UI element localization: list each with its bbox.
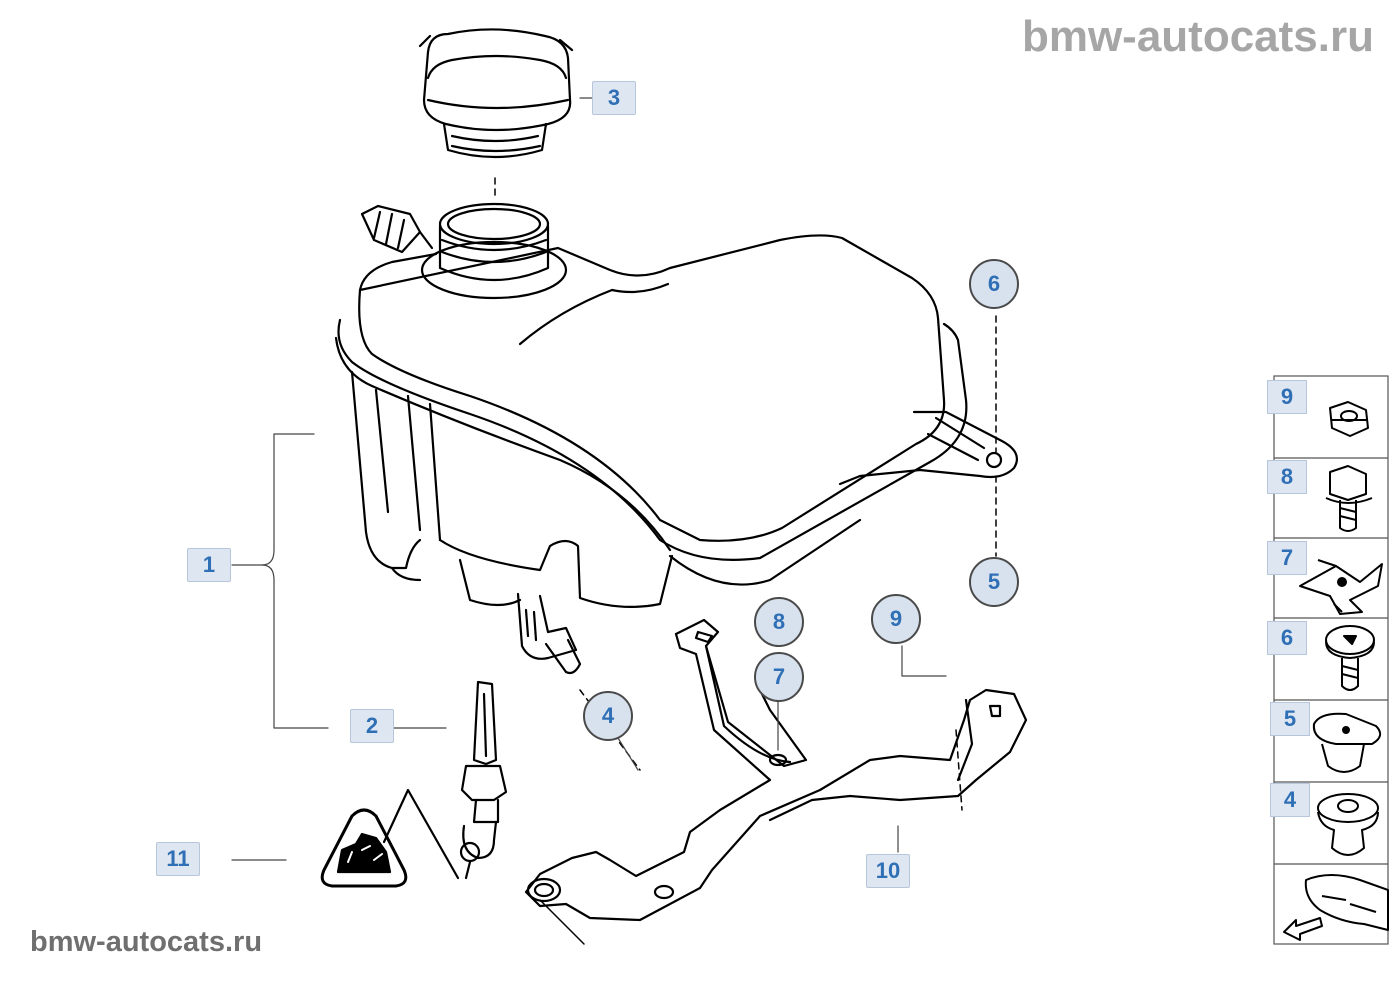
side-panel-label-5[interactable]: 5 <box>1270 702 1310 736</box>
callout-6[interactable]: 6 <box>969 259 1019 309</box>
callout-5[interactable]: 5 <box>969 557 1019 607</box>
side-panel-label-7[interactable]: 7 <box>1267 541 1307 575</box>
side-panel-label-4[interactable]: 4 <box>1270 783 1310 817</box>
callout-3[interactable]: 3 <box>592 81 636 115</box>
callout-8[interactable]: 8 <box>754 597 804 647</box>
level-sensor-part <box>459 680 508 880</box>
expanding-nut-icon <box>1312 712 1382 773</box>
side-panel-label-8[interactable]: 8 <box>1267 460 1307 494</box>
filler-cap-part <box>418 28 574 159</box>
hex-bolt-icon <box>1325 465 1373 532</box>
rubber-grommet-icon <box>1317 793 1379 856</box>
hex-nut-icon <box>1329 401 1369 437</box>
callout-2[interactable]: 2 <box>350 709 394 743</box>
side-panel-label-6[interactable]: 6 <box>1267 621 1307 655</box>
spring-clip-icon <box>1299 559 1383 615</box>
callout-9[interactable]: 9 <box>871 594 921 644</box>
callout-1[interactable]: 1 <box>187 548 231 582</box>
callout-4[interactable]: 4 <box>583 691 633 741</box>
torx-screw-icon <box>1325 625 1375 691</box>
callout-11[interactable]: 11 <box>156 842 200 876</box>
expansion-tank-part <box>334 202 1018 675</box>
mounting-bracket-part <box>524 618 1028 922</box>
vehicle-front-location-icon <box>1283 874 1389 941</box>
side-panel-label-9[interactable]: 9 <box>1267 380 1307 414</box>
callout-10[interactable]: 10 <box>866 854 910 888</box>
callout-7[interactable]: 7 <box>754 652 804 702</box>
watermark-bottom: bmw-autocats.ru <box>30 926 263 958</box>
warning-label-part <box>320 788 460 888</box>
watermark-top: bmw-autocats.ru <box>1021 12 1374 61</box>
